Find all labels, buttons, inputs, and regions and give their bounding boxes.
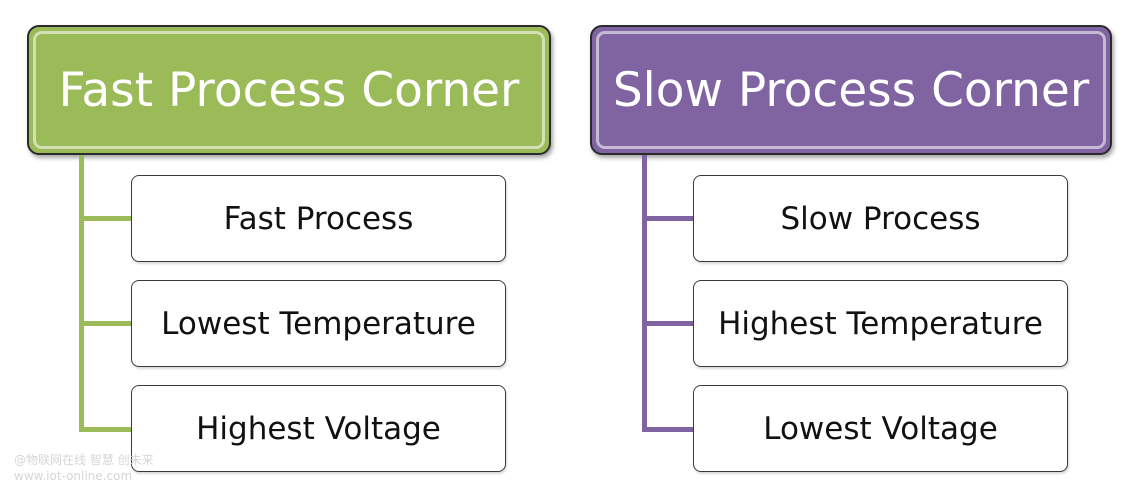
fast-item-label: Fast Process <box>223 200 414 237</box>
fast-item-box-3: Highest Voltage <box>131 385 506 472</box>
watermark-line-1: @物联网在线 智慧 创未来 <box>14 453 154 467</box>
watermark: @物联网在线 智慧 创未来 www.iot-online.com <box>14 452 154 484</box>
slow-item-box-1: Slow Process <box>693 175 1068 262</box>
slow-process-corner-header: Slow Process Corner <box>590 25 1112 155</box>
slow-item-label: Lowest Voltage <box>763 410 998 447</box>
slow-connector-branch-1 <box>642 216 695 221</box>
slow-item-label: Highest Temperature <box>718 305 1043 342</box>
slow-connector-branch-3 <box>642 427 695 432</box>
fast-item-box-1: Fast Process <box>131 175 506 262</box>
fast-connector-trunk <box>79 155 84 432</box>
fast-item-label: Highest Voltage <box>196 410 441 447</box>
slow-item-box-3: Lowest Voltage <box>693 385 1068 472</box>
fast-process-corner-header: Fast Process Corner <box>27 25 551 155</box>
fast-item-box-2: Lowest Temperature <box>131 280 506 367</box>
fast-process-corner-title: Fast Process Corner <box>58 62 520 118</box>
fast-item-label: Lowest Temperature <box>161 305 476 342</box>
slow-connector-trunk <box>642 155 647 432</box>
slow-connector-branch-2 <box>642 321 695 326</box>
slow-item-box-2: Highest Temperature <box>693 280 1068 367</box>
fast-connector-branch-1 <box>79 216 132 221</box>
slow-process-corner-title: Slow Process Corner <box>612 62 1090 118</box>
fast-connector-branch-2 <box>79 321 132 326</box>
slow-item-label: Slow Process <box>780 200 981 237</box>
watermark-line-2: www.iot-online.com <box>14 469 133 483</box>
fast-connector-branch-3 <box>79 427 132 432</box>
